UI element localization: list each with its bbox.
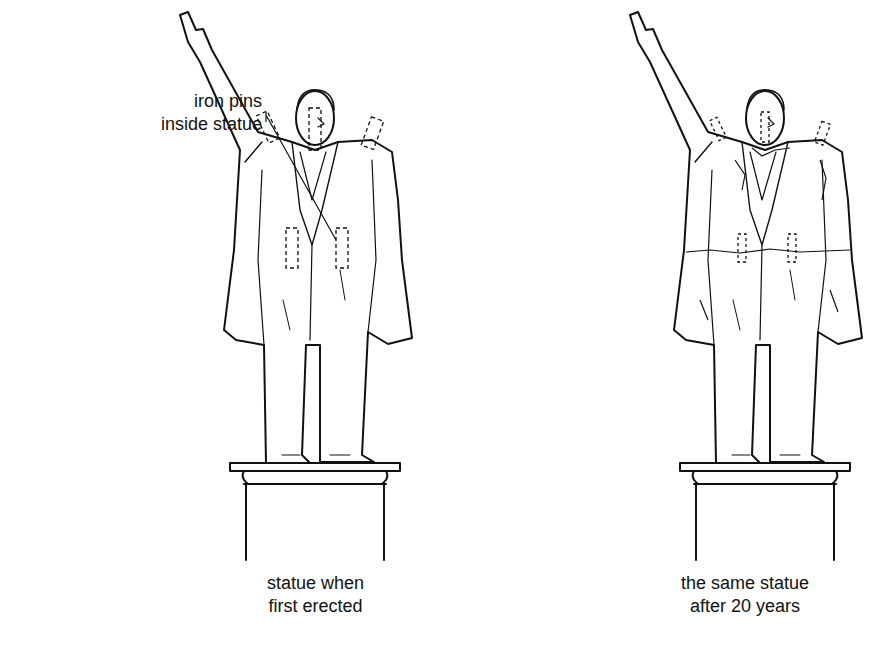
caption-label: the same statue after 20 years — [675, 572, 815, 619]
part-label: iron pins inside statue — [147, 90, 262, 137]
caption-label: statue when first erected — [253, 572, 378, 619]
